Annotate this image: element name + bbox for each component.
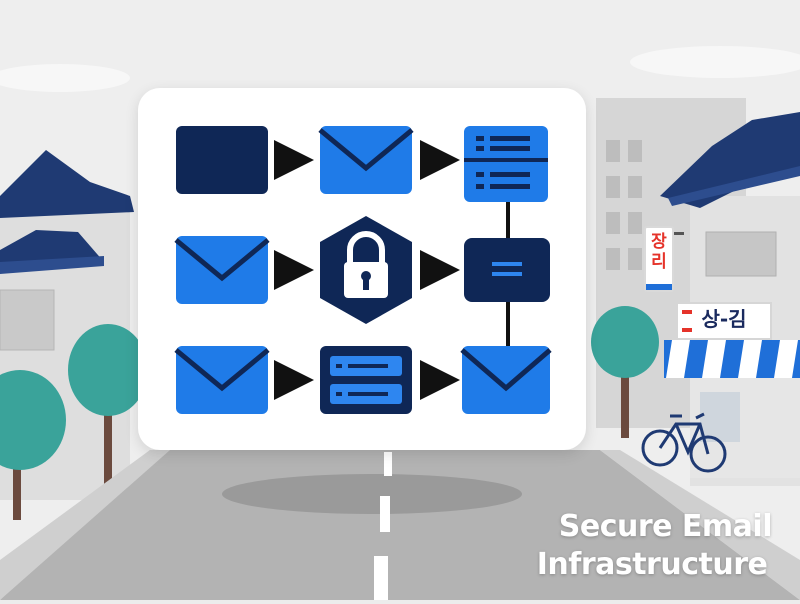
shop-sign-bar-bottom bbox=[682, 328, 692, 332]
email-flow-diagram-panel bbox=[138, 88, 586, 450]
server-stack-icon bbox=[320, 346, 412, 414]
shop-sign-bar-top bbox=[682, 310, 692, 314]
navy-server-icon bbox=[464, 238, 550, 302]
caption-title: Secure Email Infrastructure bbox=[536, 508, 773, 584]
store-vertical-sign: 장 리 bbox=[644, 226, 674, 292]
navy-block-icon bbox=[176, 126, 268, 194]
caption-line-1: Secure Email bbox=[558, 509, 773, 544]
lock-hexagon-icon bbox=[320, 216, 412, 324]
email-envelope-icon bbox=[460, 346, 552, 414]
email-flow-diagram bbox=[174, 126, 552, 414]
vertical-sign-text: 장 리 bbox=[651, 232, 667, 272]
email-envelope-icon bbox=[318, 126, 414, 194]
shop-sign: 상-김 bbox=[676, 302, 772, 340]
email-envelope-icon bbox=[174, 346, 270, 414]
vertical-sign-stripe bbox=[646, 284, 672, 290]
shop-sign-text: 상-김 bbox=[701, 307, 747, 331]
email-envelope-icon bbox=[174, 236, 270, 304]
caption-line-2: Infrastructure bbox=[536, 547, 768, 582]
server-list-icon bbox=[464, 126, 548, 202]
